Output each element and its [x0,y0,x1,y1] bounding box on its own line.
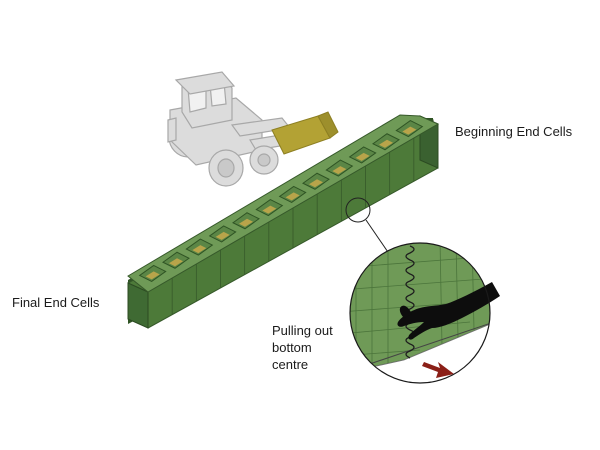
geocell-opening [185,238,214,256]
geocell-seams [171,138,415,315]
pulling-out-label: Pulling out bottom centre [272,322,362,373]
zoom-callout [345,197,500,384]
loader-bucket [271,111,339,155]
geocell-opening [372,133,400,151]
geocell-opening [138,264,167,282]
geocell-opening [162,251,190,269]
geocell-opening [348,146,377,164]
geocell-opening [232,212,260,230]
geocell-opening [208,225,237,243]
geocell-opening [395,120,424,138]
geocell-opening [302,172,330,190]
final-end-cells-label: Final End Cells [12,295,100,310]
hand-icon [397,282,500,340]
pulling-out-line-1: Pulling out [272,323,333,338]
arrow-icon [422,362,454,378]
geocell-opening [255,199,284,217]
loader-vehicle-icon [167,71,293,187]
beginning-end-cells-label: Beginning End Cells [455,124,573,139]
pulling-out-line-3: centre [272,357,309,372]
coil-spring-icon [405,245,415,359]
geocell-opening [278,185,307,203]
geocell-cells [138,120,424,282]
geocell-opening [325,159,354,177]
pulling-out-line-2: bottom [272,340,312,355]
